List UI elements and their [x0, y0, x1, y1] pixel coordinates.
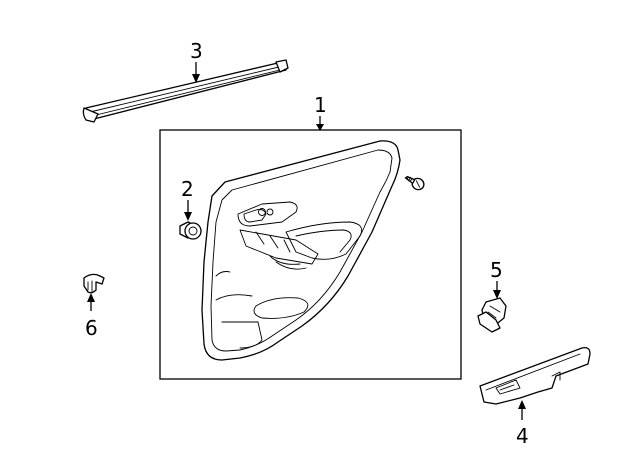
callout-5-arrowhead	[493, 290, 501, 299]
callout-3-group: 3	[82, 39, 289, 123]
trim-screw	[404, 175, 425, 191]
wire-channel	[269, 255, 307, 270]
callout-2-arrowhead	[184, 212, 192, 221]
door-trim-panel	[201, 140, 401, 361]
armrest-recess	[285, 221, 363, 260]
callout-1-label: 1	[314, 93, 327, 117]
callout-4-group: 4	[479, 346, 591, 448]
callout-4-arrowhead	[518, 400, 526, 409]
bracket-clip	[477, 297, 507, 333]
door-trim-outline	[201, 140, 401, 361]
armrest-upper	[237, 201, 298, 227]
lower-section-line-2	[215, 271, 231, 277]
callout-3-label: 3	[190, 39, 203, 63]
lower-section-line	[221, 321, 263, 349]
handle-knob	[258, 208, 266, 216]
callout-2-group: 2	[179, 177, 202, 240]
callout-6-label: 6	[85, 316, 98, 340]
map-pocket	[253, 297, 309, 319]
handle-knob-2	[266, 208, 274, 216]
callout-5-group: 5	[477, 258, 507, 333]
belt-weatherstrip	[82, 59, 289, 123]
door-trim-inner-rim	[210, 149, 393, 352]
callout-1-arrowhead	[316, 124, 324, 131]
switch-bezel	[479, 346, 591, 405]
callout-2-label: 2	[181, 177, 194, 201]
callout-5-label: 5	[490, 258, 503, 282]
callout-1-group: 1	[159, 93, 462, 380]
switch-opening	[495, 379, 521, 395]
map-pocket-edge	[215, 294, 253, 301]
trim-panel-box	[159, 129, 462, 380]
push-clip	[83, 273, 105, 294]
retainer-clip	[179, 221, 202, 240]
callout-6-arrowhead	[87, 293, 95, 302]
switch-base	[239, 229, 319, 265]
callout-4-label: 4	[516, 424, 529, 448]
callout-6-group: 6	[83, 273, 105, 340]
armrest-recess-inner	[295, 229, 352, 253]
callout-3-arrowhead	[192, 74, 200, 83]
switch-base-detail	[255, 231, 291, 253]
